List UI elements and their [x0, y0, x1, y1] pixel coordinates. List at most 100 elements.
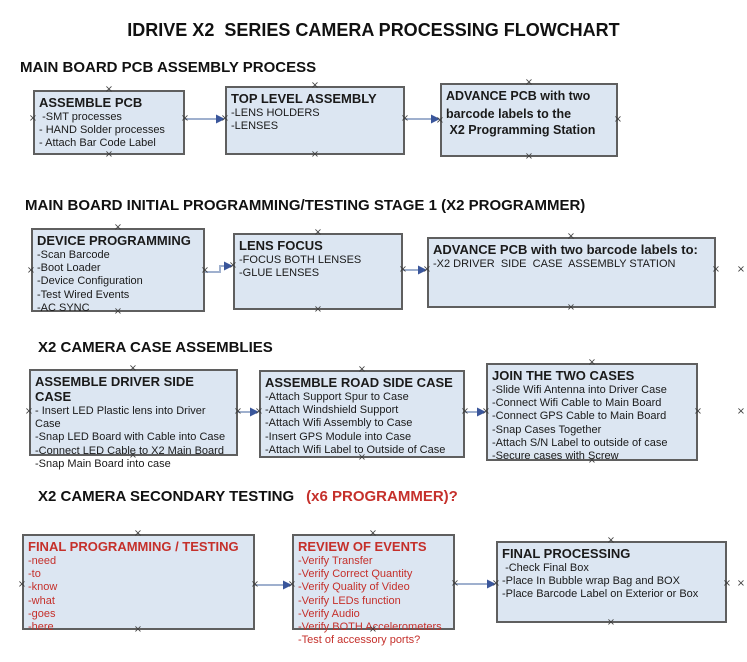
connection-point-marker: × [711, 264, 721, 275]
box-item: -goes [28, 607, 56, 620]
box-item: -Scan Barcode [37, 249, 110, 261]
connection-point-marker: × [398, 264, 408, 275]
connection-point-marker: × [310, 80, 320, 91]
connection-point-marker: × [587, 455, 597, 466]
process-box-assemble-driver-side-case: ASSEMBLE DRIVER SIDE CASE - Insert LED P… [29, 369, 238, 470]
box-item: -Attach Wifi Label to Outside of Case [265, 443, 446, 456]
process-box-advance-pcb-driver-side: ADVANCE PCB with two barcode labels to: … [427, 237, 716, 308]
flow-arrow-right-icon [405, 114, 440, 124]
box-item: -Device Configuration [37, 275, 143, 288]
connection-point-marker: × [228, 260, 238, 271]
box-item: -Snap Cases Together [492, 423, 602, 436]
connection-point-marker: × [613, 114, 623, 125]
connection-point-marker: × [28, 113, 38, 124]
connection-point-marker: × [26, 265, 36, 276]
connection-point-marker: × [113, 306, 123, 317]
connection-point-marker: × [133, 528, 143, 539]
section-heading-initial-programming: MAIN BOARD INITIAL PROGRAMMING/TESTING S… [25, 197, 586, 214]
flow-arrow-right-icon [255, 580, 292, 590]
box-item: -Secure cases with Screw [492, 450, 619, 463]
box-item: -what [28, 594, 55, 607]
connection-point-marker: × [180, 113, 190, 124]
box-item: -Verify Transfer [298, 555, 373, 567]
box-item: -Slide Wifi Antenna into Driver Case [492, 384, 667, 396]
process-box-review-of-events: REVIEW OF EVENTS -Verify Transfer -Verif… [292, 534, 455, 646]
box-item: -Connect GPS Cable to Main Board [492, 410, 667, 423]
box-item: X2 Programming Station [446, 123, 596, 137]
box-item: -Verify Quality of Video [298, 581, 410, 594]
connection-point-marker: × [460, 406, 470, 417]
flow-arrow-elbow-icon [205, 261, 233, 273]
connection-point-marker: × [128, 363, 138, 374]
box-item: -Place Barcode Label on Exterior or Box [502, 588, 699, 601]
connection-point-marker: × [481, 406, 491, 417]
connection-point-marker: × [435, 115, 445, 126]
box-item: -Test of accessory ports? [298, 634, 421, 647]
section-heading-pcb-assembly: MAIN BOARD PCB ASSEMBLY PROCESS [20, 59, 317, 76]
flow-arrow-right-icon [403, 265, 427, 275]
connection-point-marker: × [313, 227, 323, 238]
connection-point-marker: × [450, 578, 460, 589]
box-item: -Verify LEDs function [298, 594, 401, 607]
process-box-assemble-road-side-case: ASSEMBLE ROAD SIDE CASE -Attach Support … [259, 370, 465, 458]
connection-point-marker: × [313, 304, 323, 315]
box-item: -LENSES [231, 120, 279, 133]
connection-point-marker: × [722, 578, 732, 589]
connection-point-marker: × [104, 149, 114, 160]
section-heading-secondary-testing: X2 CAMERA SECONDARY TESTING (x6 PROGRAMME… [38, 488, 458, 505]
box-title: FINAL PROCESSING [502, 546, 631, 561]
box-item: -Connect Wifi Cable to Main Board [492, 397, 662, 410]
section-heading-black-part: X2 CAMERA SECONDARY TESTING [38, 488, 295, 505]
process-box-advance-pcb-programming-station: ADVANCE PCB with two barcode labels to t… [440, 83, 618, 157]
box-item: -SMT processes [39, 111, 122, 123]
box-item: - Insert LED Plastic lens into Driver Ca… [35, 405, 209, 431]
connection-point-marker: × [310, 149, 320, 160]
flow-arrow-right-icon [238, 407, 259, 417]
box-item: -GLUE LENSES [239, 267, 320, 280]
connection-point-marker: × [736, 406, 746, 417]
process-box-final-programming-testing: FINAL PROGRAMMING / TESTING -need -to -k… [22, 534, 255, 633]
connection-point-marker: × [368, 528, 378, 539]
connection-point-marker: × [133, 624, 143, 635]
page-title: IDRIVE X2 SERIES CAMERA PROCESSING FLOWC… [127, 20, 620, 40]
connection-point-marker: × [250, 579, 260, 590]
connection-point-marker: × [422, 264, 432, 275]
box-item: -Test Wired Events [37, 288, 130, 301]
section-heading-case-assemblies: X2 CAMERA CASE ASSEMBLIES [38, 339, 273, 356]
connection-point-marker: × [606, 617, 616, 628]
box-item: -Attach Support Spur to Case [265, 391, 409, 403]
connection-point-marker: × [357, 452, 367, 463]
box-item: -Insert GPS Module into Case [265, 430, 412, 443]
connection-point-marker: × [524, 151, 534, 162]
flow-arrow-right-icon [185, 114, 225, 124]
connection-point-marker: × [233, 406, 243, 417]
section-heading-red-part: (x6 PROGRAMMER)? [306, 488, 458, 505]
box-item: -need [28, 555, 57, 567]
box-item: -Attach Windshield Support [265, 404, 399, 417]
flow-arrow-right-icon [455, 579, 496, 589]
box-title: FINAL PROGRAMMING / TESTING [28, 539, 239, 554]
process-box-top-level-assembly: TOP LEVEL ASSEMBLY -LENS HOLDERS -LENSES [225, 86, 405, 155]
box-item: -here [28, 621, 54, 634]
box-item: -to [28, 568, 41, 581]
process-box-lens-focus: LENS FOCUS -FOCUS BOTH LENSES -GLUE LENS… [233, 233, 403, 310]
box-title: ASSEMBLE ROAD SIDE CASE [265, 375, 453, 390]
connection-point-marker: × [693, 406, 703, 417]
connection-point-marker: × [17, 579, 27, 590]
box-title: LENS FOCUS [239, 238, 323, 253]
box-item: -Attach Wifi Assembly to Case [265, 417, 413, 430]
box-item: -Connect LED Cable to X2 Main Board [35, 444, 224, 457]
connection-point-marker: × [491, 578, 501, 589]
process-box-join-the-two-cases: JOIN THE TWO CASES -Slide Wifi Antenna i… [486, 363, 698, 463]
connection-point-marker: × [524, 77, 534, 88]
box-item: -Verify Correct Quantity [298, 568, 413, 581]
box-title: ADVANCE PCB with two barcode labels to: [433, 242, 698, 257]
connection-point-marker: × [113, 222, 123, 233]
box-title: ASSEMBLE PCB [39, 95, 143, 110]
connection-point-marker: × [368, 624, 378, 635]
box-item: -Snap Main Board into case [35, 457, 171, 470]
connection-point-marker: × [357, 364, 367, 375]
box-item: -Place In Bubble wrap Bag and BOX [502, 575, 680, 588]
box-item: -FOCUS BOTH LENSES [239, 254, 362, 266]
